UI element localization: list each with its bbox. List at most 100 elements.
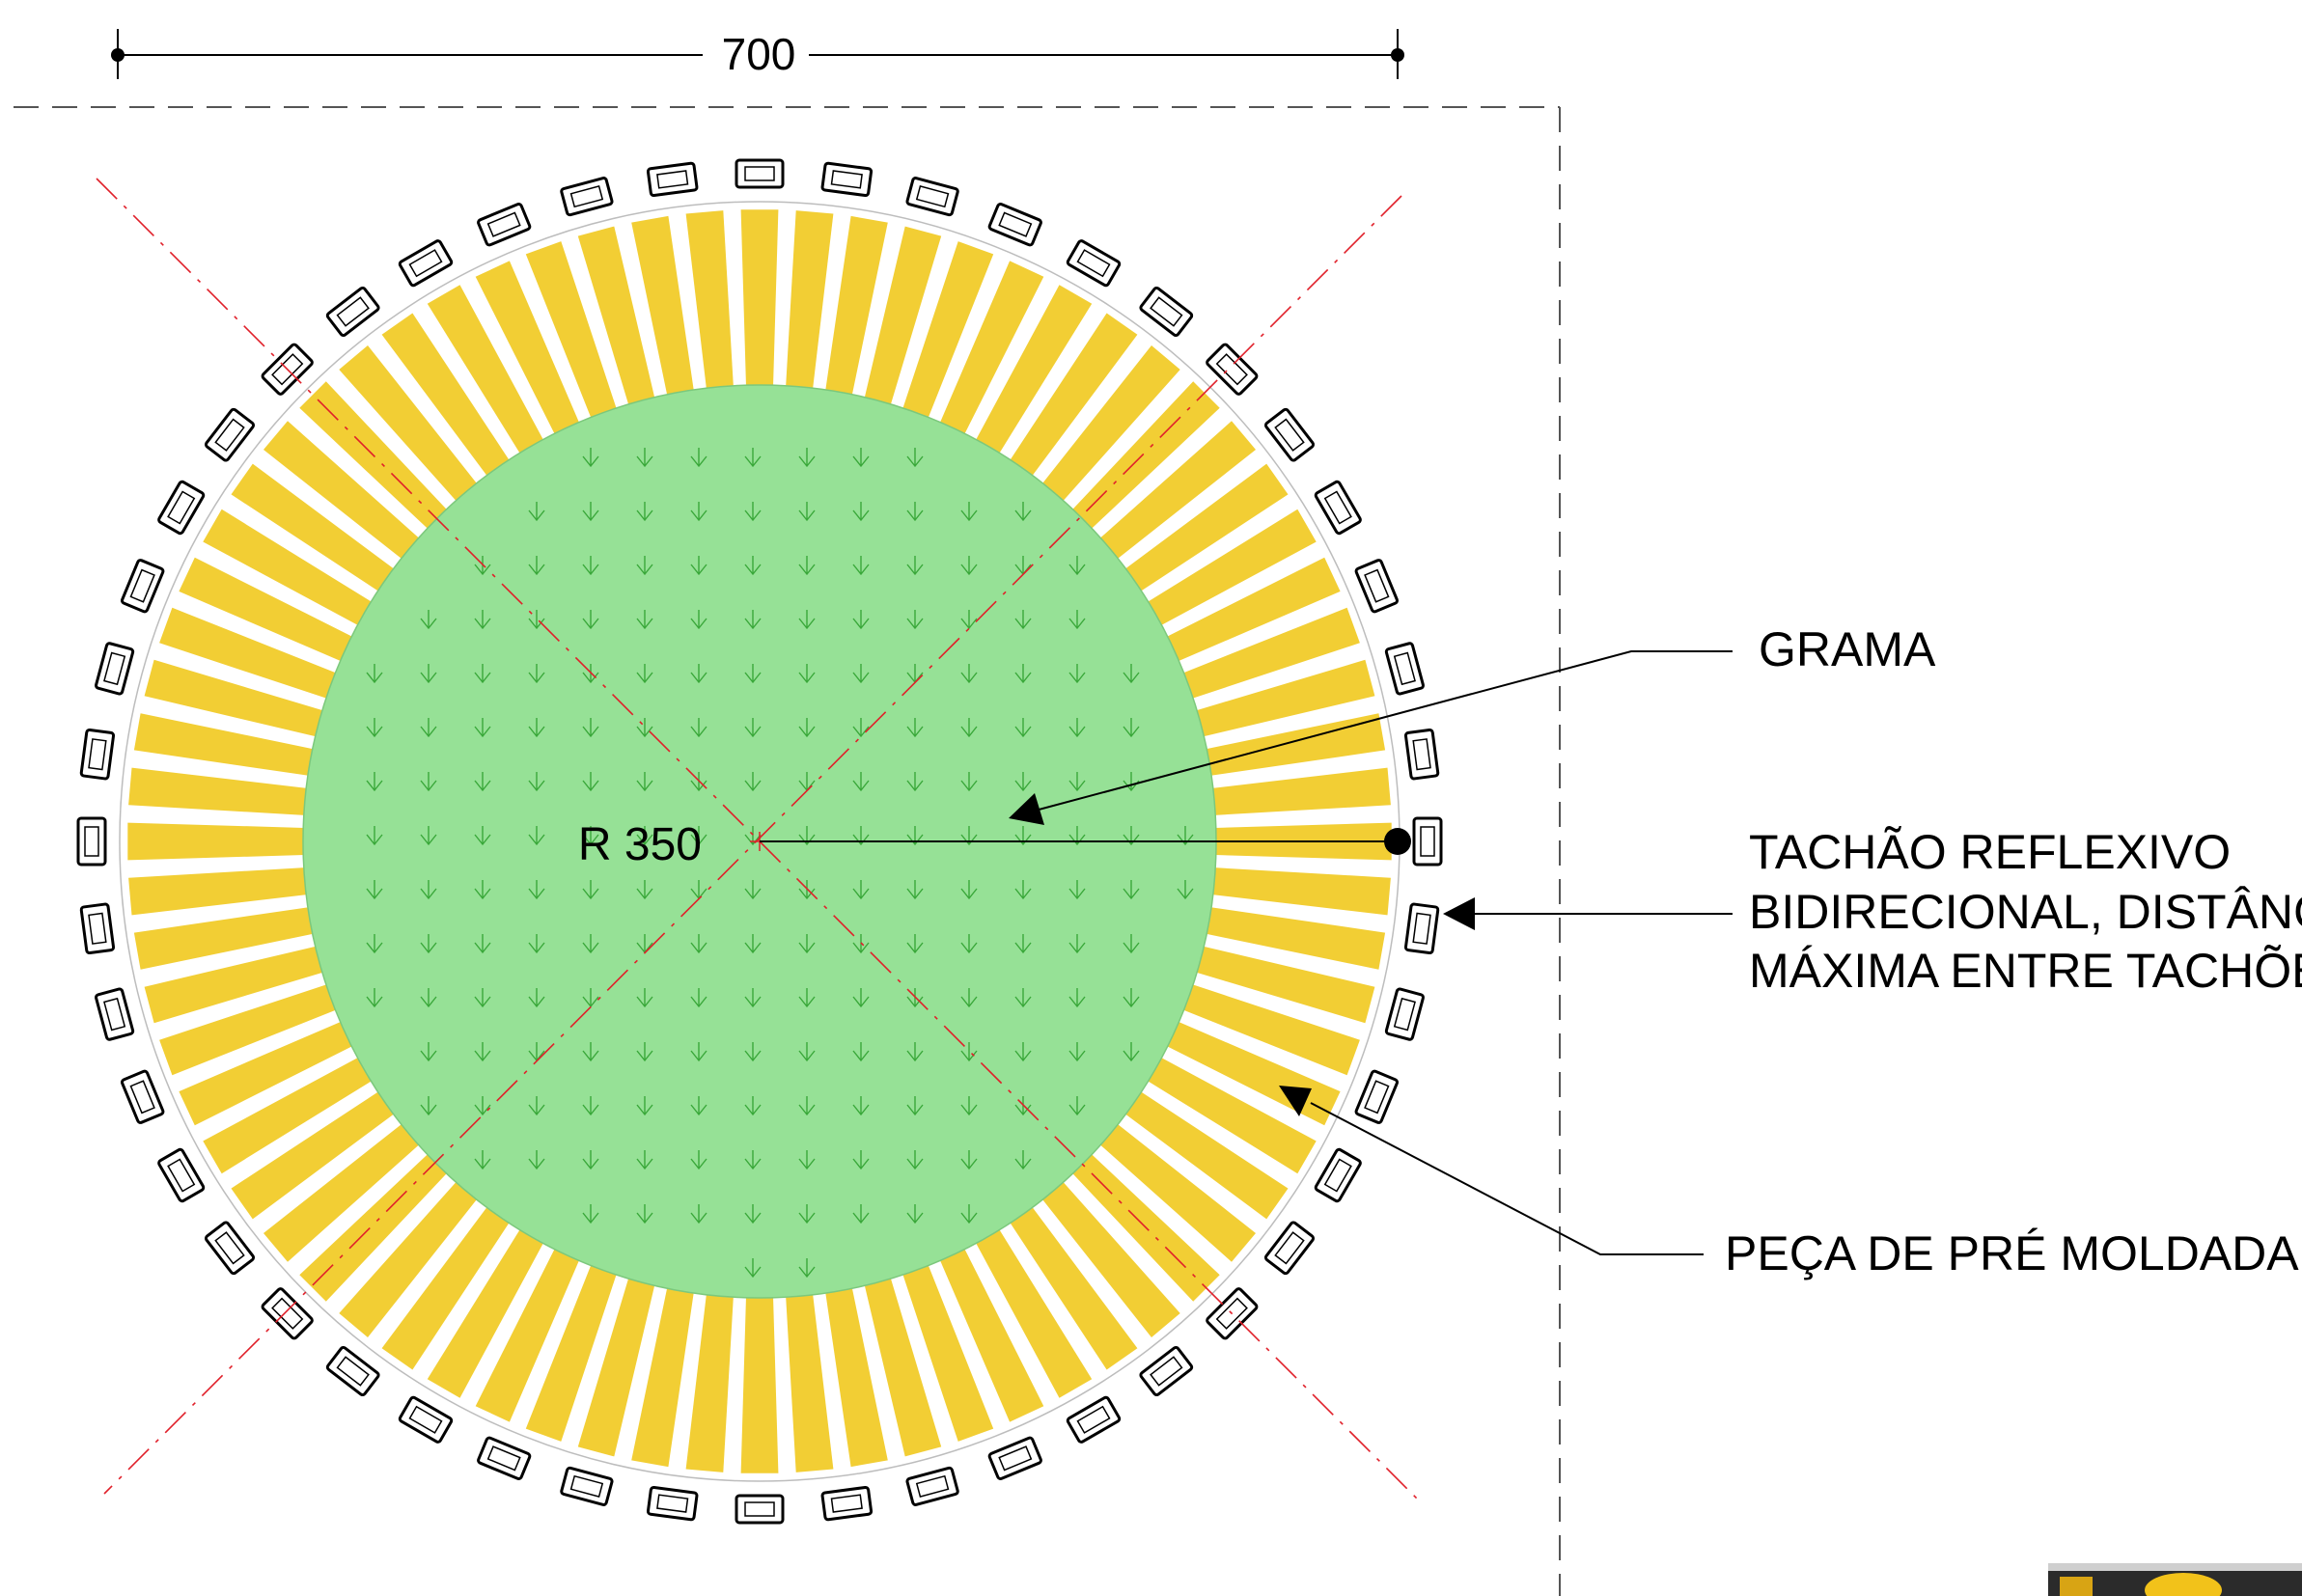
grass-symbol (1014, 988, 1032, 1008)
precast-segment (785, 1289, 834, 1472)
grass-symbol (960, 664, 978, 684)
grass-symbol (582, 718, 599, 738)
grass-symbol (420, 826, 437, 846)
grass-symbol (1068, 988, 1086, 1008)
reflector-stud (1314, 480, 1362, 536)
precast-segment (263, 421, 423, 562)
reflector-stud-body (204, 1221, 256, 1276)
reflector-stud (1403, 728, 1440, 781)
reflector-stud (79, 902, 116, 955)
grass-symbol (744, 1258, 762, 1279)
reflector-stud (157, 480, 206, 536)
reflector-stud (905, 1466, 959, 1506)
reflector-stud-lens (336, 296, 370, 327)
reflector-stud (820, 161, 874, 198)
precast-segment (381, 313, 513, 480)
grass-symbol (366, 718, 383, 738)
reflector-stud (987, 1436, 1042, 1480)
grass-symbol (474, 772, 491, 792)
reflector-stud-body (1139, 286, 1194, 338)
reflector-stud-body (1139, 1345, 1194, 1397)
grass-symbol (690, 1204, 707, 1225)
precast-segment (475, 261, 581, 438)
reflector-stud-body (560, 177, 614, 217)
reflector-stud-lens (167, 1158, 196, 1193)
grass-symbol (906, 718, 924, 738)
reflector-stud-lens (744, 166, 775, 181)
reflector-stud-body (905, 177, 959, 217)
grass-symbol (636, 1096, 653, 1116)
reflector-stud (398, 239, 454, 288)
grass-symbol (798, 664, 816, 684)
grass-symbol (798, 934, 816, 954)
grass-symbol (798, 1204, 816, 1225)
grass-symbol (582, 502, 599, 522)
grass-symbol (636, 772, 653, 792)
precast-segment (299, 1151, 450, 1302)
grass-symbol (852, 988, 870, 1008)
reflector-stud-lens (167, 490, 196, 525)
grass-symbol (1068, 610, 1086, 630)
grass-symbol (1068, 556, 1086, 576)
grass-symbol (528, 502, 545, 522)
grass-symbol (636, 448, 653, 468)
grass-symbol (906, 1096, 924, 1116)
reflector-stud-body (121, 559, 165, 614)
grass-symbol (1123, 664, 1140, 684)
reflector-stud-body (560, 1466, 614, 1506)
callout-precast: PEÇA DE PRÉ MOLDADA (1279, 1086, 2299, 1280)
grass-symbol (1123, 988, 1140, 1008)
precast-segment (740, 209, 779, 391)
grass-symbol (1123, 1042, 1140, 1062)
radius-dimension: R 350 (578, 819, 1411, 870)
grass-symbol (906, 880, 924, 900)
precast-ring (127, 209, 1392, 1473)
reflector-stud-body (261, 1287, 314, 1340)
grass-symbol (960, 1042, 978, 1062)
grass-symbol (906, 934, 924, 954)
grass-symbol (852, 880, 870, 900)
grass-symbol (366, 988, 383, 1008)
reflector-stud-body (79, 902, 116, 955)
reflector-stud-lens (1274, 418, 1305, 452)
grass-symbol (1177, 880, 1194, 900)
reflector-stud-body (735, 1494, 785, 1525)
precast-segment (1202, 906, 1386, 970)
grass-symbol (690, 448, 707, 468)
grass-symbol (798, 1042, 816, 1062)
grass-symbol (744, 448, 762, 468)
grass-symbol (1068, 718, 1086, 738)
reflector-stud (1066, 239, 1122, 288)
precast-segment (577, 226, 656, 409)
grass-symbol (744, 502, 762, 522)
grass-symbol (582, 1042, 599, 1062)
callout-grass: GRAMA (1009, 622, 1936, 825)
grass-symbol (798, 718, 816, 738)
reflector-stud (560, 1466, 614, 1506)
axis-line-diagonal-2 (103, 195, 1402, 1495)
reflector-stud-lens (1215, 1297, 1248, 1330)
reflector-stud (646, 161, 699, 198)
grass-symbol (960, 1204, 978, 1225)
reflector-stud (987, 203, 1042, 247)
grass-symbol (582, 826, 599, 846)
grass-symbol (474, 1096, 491, 1116)
reflector-stud-body (1066, 1395, 1122, 1444)
reflector-stud-lens (569, 185, 604, 208)
grass-symbol (528, 772, 545, 792)
reflector-stud (560, 177, 614, 217)
reflector-stud-body (325, 1345, 380, 1397)
grass-symbol (744, 988, 762, 1008)
reflector-stud (477, 1436, 532, 1480)
grass-symbol (744, 1042, 762, 1062)
grass-symbol (690, 664, 707, 684)
reflector-stud-lens (830, 170, 863, 189)
reflector-stud-lens (486, 211, 521, 237)
reflector-stud (79, 728, 116, 781)
grass-symbol (798, 556, 816, 576)
precast-segment (203, 509, 375, 628)
grass-symbol (690, 826, 707, 846)
grass-symbol (1014, 772, 1032, 792)
grass-symbol (582, 988, 599, 1008)
grass-symbol (636, 1042, 653, 1062)
